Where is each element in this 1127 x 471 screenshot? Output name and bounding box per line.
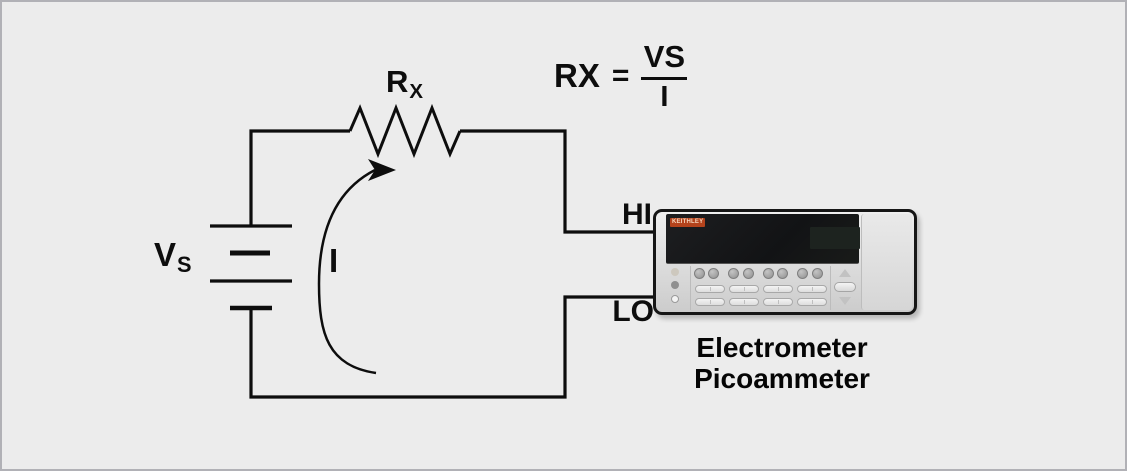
formula-fraction: VS I xyxy=(641,40,688,113)
function-key xyxy=(763,285,793,293)
formula-numerator: VS xyxy=(644,40,685,74)
formula-denominator: I xyxy=(660,81,669,113)
wire-hi xyxy=(460,129,653,234)
device-caption: Electrometer Picoammeter xyxy=(657,332,907,394)
electrometer-device: KEITHLEY xyxy=(653,209,917,315)
device-side-panel xyxy=(861,214,912,310)
vs-sub: S xyxy=(177,252,192,278)
resistor-symbol xyxy=(348,103,462,159)
power-button xyxy=(671,295,679,303)
round-key xyxy=(708,268,719,279)
indicator-led xyxy=(671,281,679,289)
resistor-label: RX xyxy=(386,64,423,104)
round-key xyxy=(763,268,774,279)
keypad-divider xyxy=(830,266,831,310)
function-key xyxy=(695,285,725,293)
keithley-brand-logo: KEITHLEY xyxy=(670,218,706,227)
formula-lhs-main: R xyxy=(554,57,578,94)
round-key xyxy=(728,268,739,279)
wire-lo xyxy=(249,295,653,399)
keypad-divider xyxy=(690,266,691,310)
function-key xyxy=(729,285,759,293)
round-key xyxy=(797,268,808,279)
rx-sub: X xyxy=(409,79,424,103)
round-key xyxy=(694,268,705,279)
vs-main: V xyxy=(154,236,177,273)
formula-lhs-sub: X xyxy=(577,57,600,94)
current-arrowhead xyxy=(368,159,396,181)
display-readout-area xyxy=(810,227,860,249)
function-key xyxy=(729,298,759,306)
ohms-law-formula: RX = VS I xyxy=(554,40,688,113)
rx-main: R xyxy=(386,64,409,99)
round-key xyxy=(812,268,823,279)
range-key xyxy=(834,282,856,292)
function-key xyxy=(797,298,827,306)
voltage-source-label: VS xyxy=(154,236,192,278)
formula-lhs: RX xyxy=(554,57,600,95)
function-key xyxy=(797,285,827,293)
current-label: I xyxy=(329,242,339,279)
caption-line2: Picoammeter xyxy=(694,363,870,394)
formula-num-sub: S xyxy=(664,39,686,74)
function-key xyxy=(695,298,725,306)
lo-terminal-label: LO xyxy=(612,295,654,328)
fraction-bar xyxy=(641,77,688,80)
round-key xyxy=(743,268,754,279)
caption-line1: Electrometer xyxy=(696,332,868,363)
function-key xyxy=(763,298,793,306)
formula-num-main: V xyxy=(643,39,665,74)
equals-sign: = xyxy=(611,59,630,92)
wire-top-left xyxy=(249,129,350,226)
current-arrow-arc xyxy=(317,168,377,375)
round-key xyxy=(777,268,788,279)
device-display: KEITHLEY xyxy=(666,214,860,264)
indicator-led xyxy=(671,268,679,276)
range-down-arrow-icon xyxy=(839,297,851,305)
range-up-arrow-icon xyxy=(839,269,851,277)
hi-terminal-label: HI xyxy=(622,198,652,231)
